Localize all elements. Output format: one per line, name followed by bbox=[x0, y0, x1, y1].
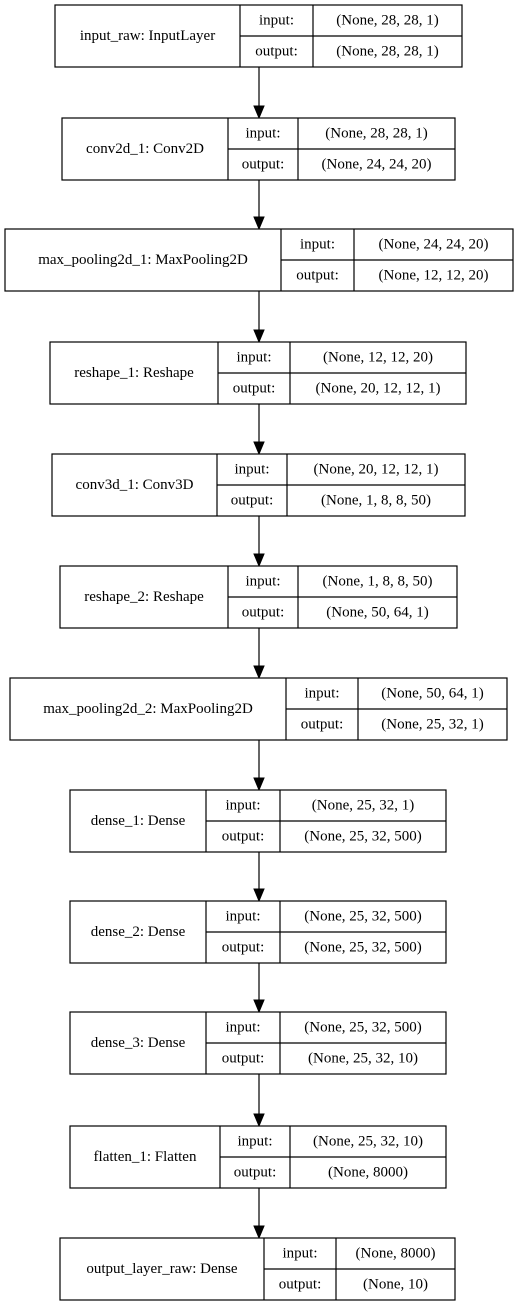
input-shape-value: (None, 28, 28, 1) bbox=[325, 126, 427, 142]
connection-arrow bbox=[253, 404, 265, 456]
arrow-head bbox=[253, 553, 265, 568]
connection-arrow bbox=[253, 963, 265, 1014]
arrow-head bbox=[253, 1225, 265, 1240]
layer-name-label: conv2d_1: Conv2D bbox=[86, 141, 204, 157]
input-shape-value: (None, 50, 64, 1) bbox=[381, 686, 483, 702]
output-label: output: bbox=[279, 1277, 322, 1293]
connection-arrow bbox=[253, 180, 265, 231]
input-shape-value: (None, 28, 28, 1) bbox=[336, 13, 438, 29]
connection-arrow bbox=[253, 1188, 265, 1240]
input-label: input: bbox=[225, 909, 260, 925]
output-label: output: bbox=[296, 268, 339, 284]
layer-node: reshape_1: Reshape input: output: (None, 12… bbox=[49, 341, 467, 405]
layer-node: dense_2: Dense input: output: (None, 25, 32… bbox=[69, 900, 447, 964]
layer-node: conv3d_1: Conv3D input: output: (None, 20, … bbox=[51, 453, 466, 517]
layer-node: dense_3: Dense input: output: (None, 25, 32… bbox=[69, 1011, 447, 1075]
output-label: output: bbox=[255, 44, 298, 60]
connection-arrow bbox=[253, 1074, 265, 1128]
layer-node: input_raw: InputLayer input: output: (None,… bbox=[54, 4, 463, 68]
output-label: output: bbox=[233, 381, 276, 397]
output-label: output: bbox=[222, 829, 265, 845]
output-shape-value: (None, 12, 12, 20) bbox=[379, 268, 489, 284]
output-shape-value: (None, 10) bbox=[363, 1277, 428, 1293]
input-label: input: bbox=[236, 350, 271, 366]
input-label: input: bbox=[300, 237, 335, 253]
arrow-head bbox=[253, 777, 265, 792]
layer-name-label: dense_3: Dense bbox=[91, 1035, 186, 1051]
arrow-head bbox=[253, 105, 265, 120]
input-shape-value: (None, 25, 32, 1) bbox=[312, 798, 414, 814]
input-label: input: bbox=[245, 574, 280, 590]
arrow-head bbox=[253, 441, 265, 456]
layer-name-label: reshape_2: Reshape bbox=[84, 589, 204, 605]
layer-node: flatten_1: Flatten input: output: (None, 25… bbox=[69, 1125, 447, 1189]
connection-arrow bbox=[253, 628, 265, 680]
input-label: input: bbox=[234, 462, 269, 478]
layer-node: reshape_2: Reshape input: output: (None, 1,… bbox=[59, 565, 458, 629]
layer-name-label: conv3d_1: Conv3D bbox=[76, 477, 194, 493]
output-label: output: bbox=[242, 157, 285, 173]
layer-name-label: flatten_1: Flatten bbox=[94, 1149, 197, 1165]
output-label: output: bbox=[301, 717, 344, 733]
arrow-head bbox=[253, 999, 265, 1014]
layer-node: max_pooling2d_1: MaxPooling2D input: outpu… bbox=[4, 228, 514, 292]
layer-name-label: dense_1: Dense bbox=[91, 813, 186, 829]
output-label: output: bbox=[231, 493, 274, 509]
input-shape-value: (None, 25, 32, 10) bbox=[313, 1134, 423, 1150]
output-shape-value: (None, 25, 32, 500) bbox=[304, 940, 421, 956]
output-label: output: bbox=[242, 605, 285, 621]
layer-name-label: max_pooling2d_2: MaxPooling2D bbox=[43, 701, 253, 717]
output-shape-value: (None, 1, 8, 8, 50) bbox=[321, 493, 431, 509]
output-shape-value: (None, 25, 32, 10) bbox=[308, 1051, 418, 1067]
layer-node: conv2d_1: Conv2D input: output: (None, 28, … bbox=[61, 117, 456, 181]
layer-name-label: max_pooling2d_1: MaxPooling2D bbox=[38, 252, 248, 268]
output-label: output: bbox=[234, 1165, 277, 1181]
layer-node: output_layer_raw: Dense input: output: (Non… bbox=[59, 1237, 456, 1301]
input-label: input: bbox=[259, 13, 294, 29]
input-shape-value: (None, 25, 32, 500) bbox=[304, 909, 421, 925]
input-label: input: bbox=[237, 1134, 272, 1150]
connection-arrow bbox=[253, 740, 265, 792]
layer-name-label: reshape_1: Reshape bbox=[74, 365, 194, 381]
input-label: input: bbox=[245, 126, 280, 142]
input-shape-value: (None, 24, 24, 20) bbox=[379, 237, 489, 253]
arrow-head bbox=[253, 665, 265, 680]
input-shape-value: (None, 25, 32, 500) bbox=[304, 1020, 421, 1036]
layer-node: dense_1: Dense input: output: (None, 25, 32… bbox=[69, 789, 447, 853]
output-shape-value: (None, 8000) bbox=[328, 1165, 408, 1181]
output-shape-value: (None, 25, 32, 500) bbox=[304, 829, 421, 845]
input-shape-value: (None, 1, 8, 8, 50) bbox=[323, 574, 433, 590]
connection-arrow bbox=[253, 67, 265, 120]
arrow-head bbox=[253, 329, 265, 344]
layer-name-label: input_raw: InputLayer bbox=[80, 28, 215, 44]
output-label: output: bbox=[222, 1051, 265, 1067]
connection-arrow bbox=[253, 291, 265, 344]
input-label: input: bbox=[225, 1020, 260, 1036]
output-shape-value: (None, 50, 64, 1) bbox=[326, 605, 428, 621]
input-label: input: bbox=[304, 686, 339, 702]
output-shape-value: (None, 20, 12, 12, 1) bbox=[316, 381, 441, 397]
input-shape-value: (None, 8000) bbox=[356, 1246, 436, 1262]
layer-node: max_pooling2d_2: MaxPooling2D input: outpu… bbox=[9, 677, 508, 741]
output-shape-value: (None, 28, 28, 1) bbox=[336, 44, 438, 60]
arrow-head bbox=[253, 216, 265, 231]
input-shape-value: (None, 12, 12, 20) bbox=[323, 350, 433, 366]
input-label: input: bbox=[225, 798, 260, 814]
arrow-head bbox=[253, 888, 265, 903]
connection-arrow bbox=[253, 852, 265, 903]
input-shape-value: (None, 20, 12, 12, 1) bbox=[314, 462, 439, 478]
layer-name-label: dense_2: Dense bbox=[91, 924, 186, 940]
output-shape-value: (None, 25, 32, 1) bbox=[381, 717, 483, 733]
input-label: input: bbox=[282, 1246, 317, 1262]
output-shape-value: (None, 24, 24, 20) bbox=[322, 157, 432, 173]
connection-arrow bbox=[253, 516, 265, 568]
layer-name-label: output_layer_raw: Dense bbox=[86, 1261, 238, 1277]
arrow-head bbox=[253, 1113, 265, 1128]
output-label: output: bbox=[222, 940, 265, 956]
